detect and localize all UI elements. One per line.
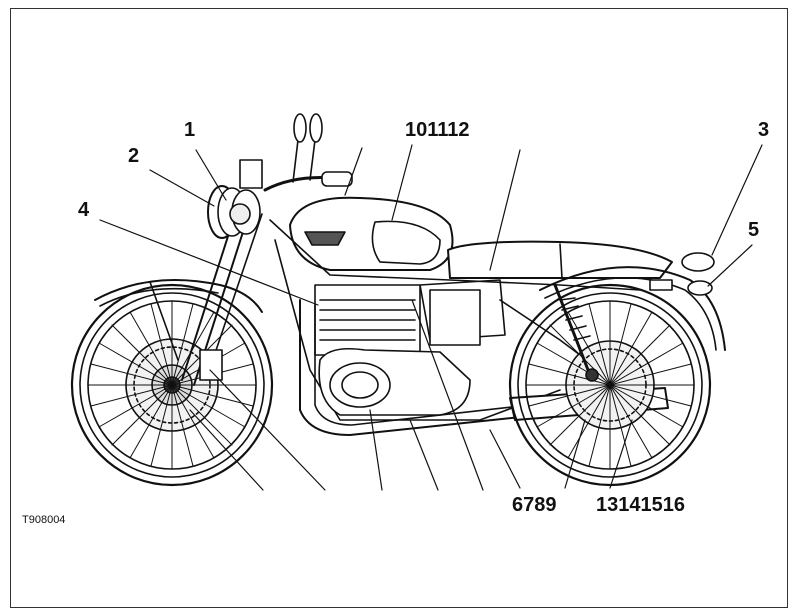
figure-reference-code: T908004 [22,514,66,526]
callout-13141516: 13141516 [596,494,685,516]
front-fender [94,279,263,313]
callout-1: 1 [184,119,196,141]
fuel-tank [289,196,454,271]
front-wheel-spokes [87,300,257,470]
leader-lines [99,144,763,491]
callout-4: 4 [78,199,90,221]
handlebars [239,113,353,192]
engine [314,284,481,416]
tail-light [649,252,715,296]
callout-101112: 101112 [405,119,470,141]
callout-5: 5 [748,219,760,241]
rear-wheel-spokes [525,300,695,470]
rear-fender [539,266,726,351]
callout-6789: 6789 [512,494,557,516]
seat [447,240,673,279]
callout-3: 3 [758,119,770,141]
headlight [207,185,261,239]
callout-2: 2 [128,145,140,167]
rear-shock [553,283,599,382]
